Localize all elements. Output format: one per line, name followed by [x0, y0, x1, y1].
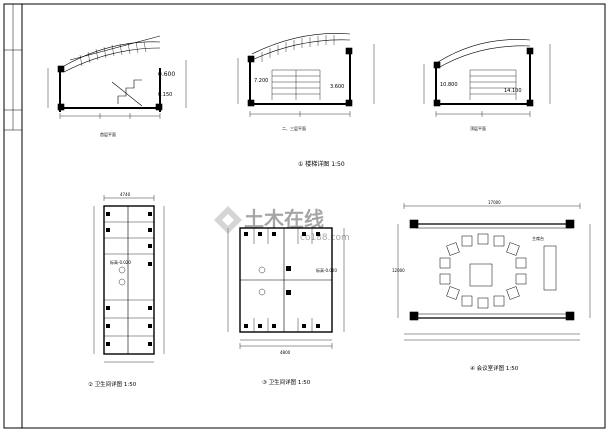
stair3-level-b: 14.100 [504, 88, 522, 94]
toilet-a-level: 标高-0.020 [110, 259, 131, 265]
meeting-room-plan [397, 203, 591, 341]
toilet-plan-b [227, 227, 345, 349]
stair3-label: 顶层平面 [470, 125, 486, 131]
stair-plan-top-floor [423, 39, 551, 117]
stair-plans-title: ① 楼梯详图 1:50 [298, 160, 345, 168]
stair-plan-ground-floor [47, 35, 187, 119]
stair2-label: 二、三层平面 [282, 125, 306, 131]
watermark-en: co188.com [300, 233, 350, 243]
watermark-logo-icon [214, 206, 242, 234]
stair2-level-b: 3.600 [330, 84, 344, 90]
stair-plan-middle-floors [237, 33, 375, 117]
toilet-plan-a [93, 195, 165, 363]
stair2-level-a: 7.200 [254, 78, 268, 84]
stair1-level-b: 0.150 [158, 92, 172, 98]
meeting-width-dim: 17000 [488, 200, 501, 205]
meeting-height-dim: 12000 [392, 268, 405, 273]
toilet-b-width-dim: 4800 [280, 350, 291, 355]
toilet-b-title: ③ 卫生间详图 1:50 [262, 378, 311, 386]
stair1-level-a: 0.600 [158, 71, 175, 78]
toilet-a-width-dim: 4740 [120, 192, 131, 197]
toilet-b-level: 标高-0.020 [316, 267, 337, 273]
sheet-border [3, 3, 606, 429]
meeting-stage-label: 主席台 [532, 235, 544, 241]
stair1-label: 首层平面 [100, 131, 116, 137]
watermark-cn: 土木在线 [244, 207, 324, 231]
toilet-a-title: ② 卫生间详图 1:50 [88, 380, 137, 388]
watermark: 土木在线 co188.com [214, 206, 350, 243]
meeting-room-title: ④ 会议室详图 1:50 [470, 364, 519, 372]
stair3-level-a: 10.800 [440, 82, 458, 88]
